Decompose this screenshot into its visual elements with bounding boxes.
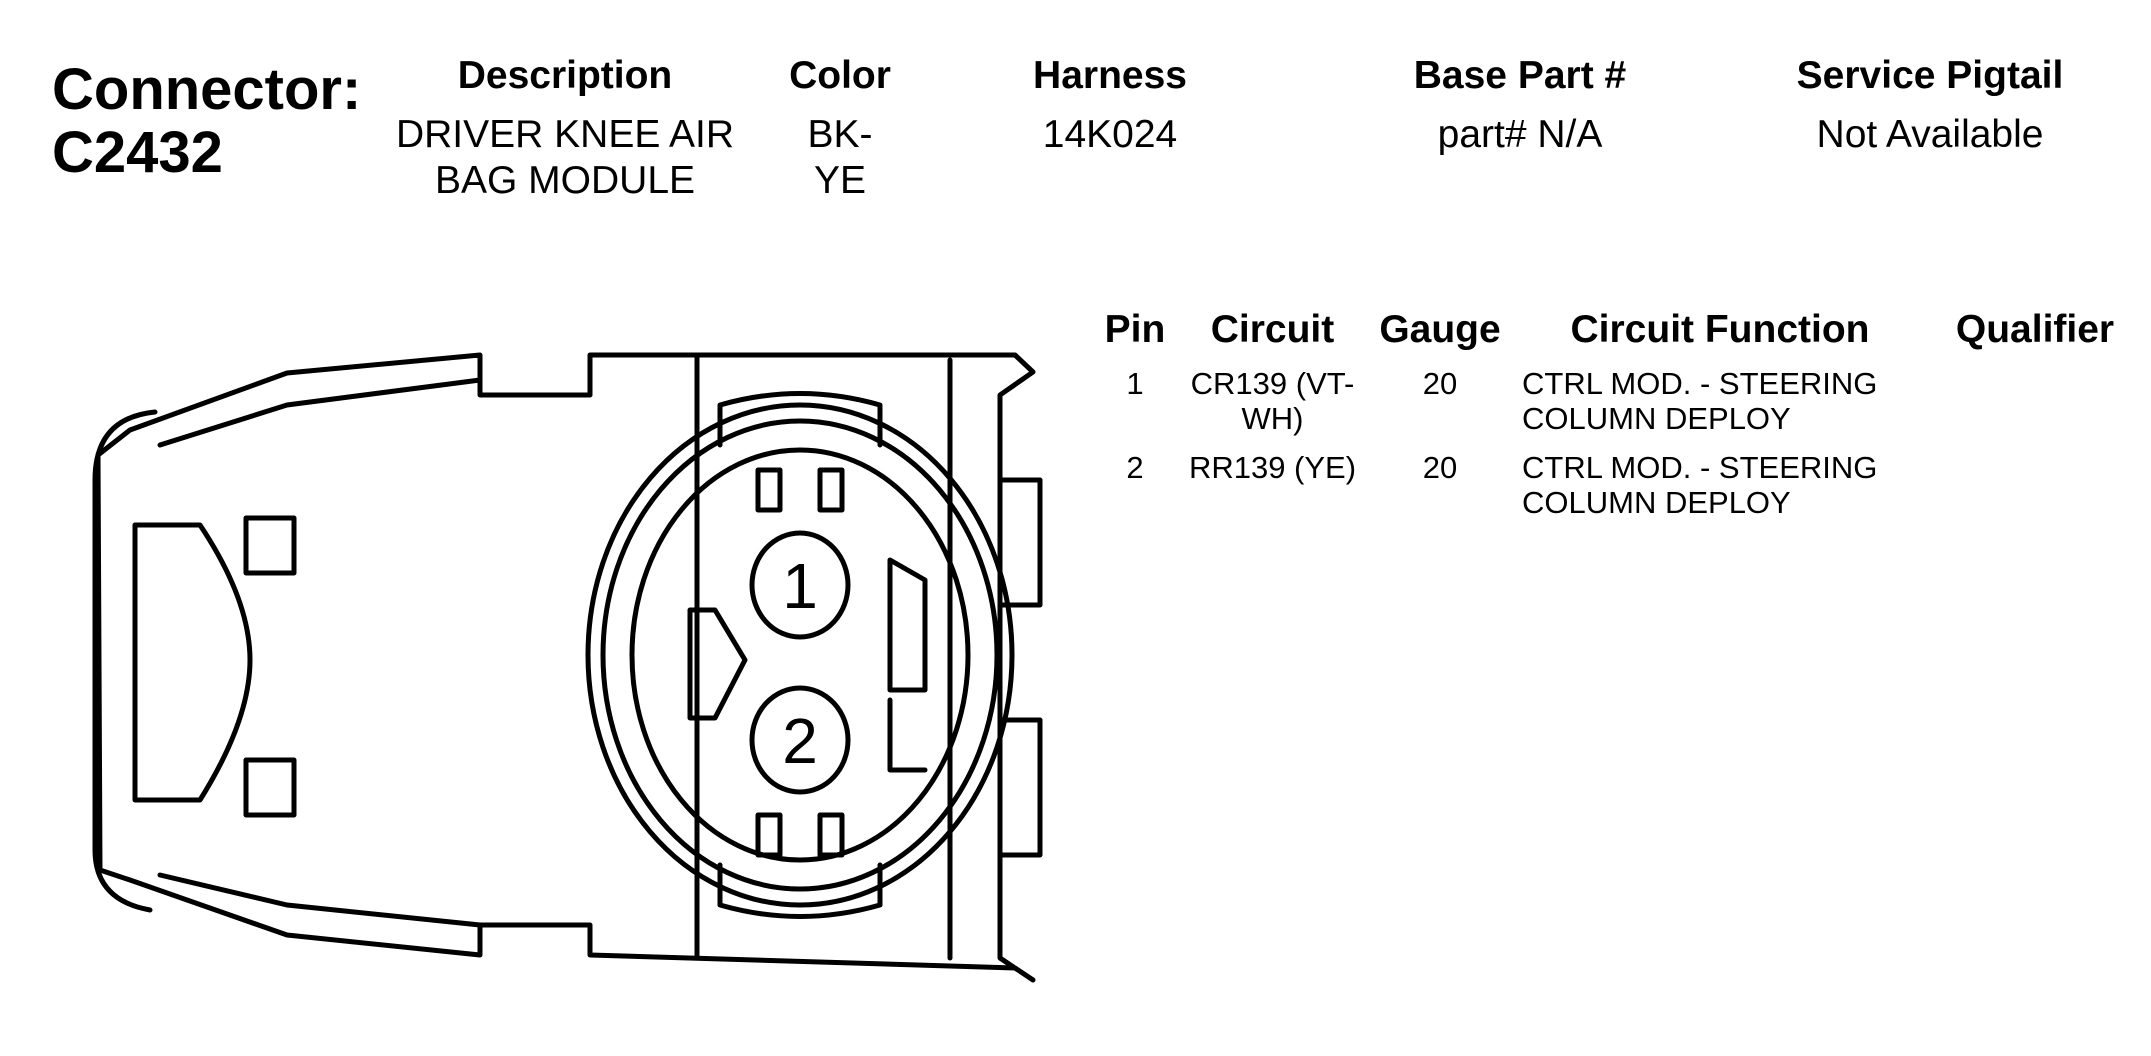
top-key bbox=[717, 391, 883, 448]
harness-header: Harness bbox=[1033, 54, 1187, 97]
right-tab-top bbox=[997, 477, 1043, 608]
color-value: BK-YE bbox=[807, 113, 873, 202]
ring-right-latch-2 bbox=[887, 697, 928, 773]
base-part-value: part# N/A bbox=[1437, 113, 1603, 156]
bottom-key-slot-right bbox=[817, 812, 845, 858]
description-header: Description bbox=[457, 54, 673, 97]
row-2-circuit: RR139 (YE) bbox=[1188, 450, 1357, 485]
description-value: DRIVER KNEE AIR BAG MODULE bbox=[395, 113, 735, 202]
circuit-column-header: Circuit bbox=[1210, 308, 1335, 351]
latch-square-top bbox=[243, 515, 297, 576]
service-pigtail-header: Service Pigtail bbox=[1796, 54, 2064, 97]
pin-1-cavity bbox=[749, 530, 851, 640]
connector-label: Connector: bbox=[52, 57, 362, 122]
harness-value: 14K024 bbox=[1042, 113, 1178, 156]
inner-ring bbox=[629, 447, 971, 863]
left-shell-curve bbox=[92, 409, 158, 913]
top-key-slot-right bbox=[817, 467, 845, 513]
row-1-circuit: CR139 (VT-WH) bbox=[1190, 366, 1355, 436]
middle-ring bbox=[600, 418, 1000, 892]
pin-column-header: Pin bbox=[1104, 308, 1166, 351]
ring-right-latch bbox=[887, 557, 928, 693]
pin-2-cavity bbox=[749, 685, 851, 795]
function-column-header: Circuit Function bbox=[1570, 308, 1870, 351]
right-tab-bottom bbox=[997, 717, 1043, 858]
row-2-pin: 2 bbox=[1126, 450, 1144, 485]
connector-body-outline bbox=[95, 352, 1036, 983]
pin-1-label: 1 bbox=[782, 550, 818, 622]
connector-id: C2432 bbox=[52, 120, 223, 185]
row-2-gauge: 20 bbox=[1422, 450, 1458, 485]
row-1-function: CTRL MOD. - STEERING COLUMN DEPLOY bbox=[1522, 366, 1878, 436]
qualifier-column-header: Qualifier bbox=[1955, 308, 2115, 351]
service-pigtail-value: Not Available bbox=[1816, 113, 2044, 156]
left-shell-inner bbox=[157, 377, 483, 448]
latch-square-bottom bbox=[243, 757, 297, 818]
color-header: Color bbox=[789, 54, 891, 97]
pin-2-label: 2 bbox=[782, 705, 818, 777]
bottom-key-slot-left bbox=[755, 812, 783, 858]
left-shell-inner-bottom bbox=[157, 872, 483, 928]
base-part-header: Base Part # bbox=[1413, 54, 1627, 97]
connector-title: Connector: C2432 bbox=[52, 58, 361, 184]
bottom-key bbox=[717, 862, 883, 919]
gauge-column-header: Gauge bbox=[1379, 308, 1501, 351]
row-1-pin: 1 bbox=[1126, 366, 1144, 401]
row-2-function: CTRL MOD. - STEERING COLUMN DEPLOY bbox=[1522, 450, 1878, 520]
latch-window bbox=[132, 522, 253, 803]
row-1-gauge: 20 bbox=[1422, 366, 1458, 401]
polarizing-key bbox=[687, 607, 748, 721]
outer-ring bbox=[585, 402, 1015, 908]
top-key-slot-left bbox=[755, 467, 783, 513]
